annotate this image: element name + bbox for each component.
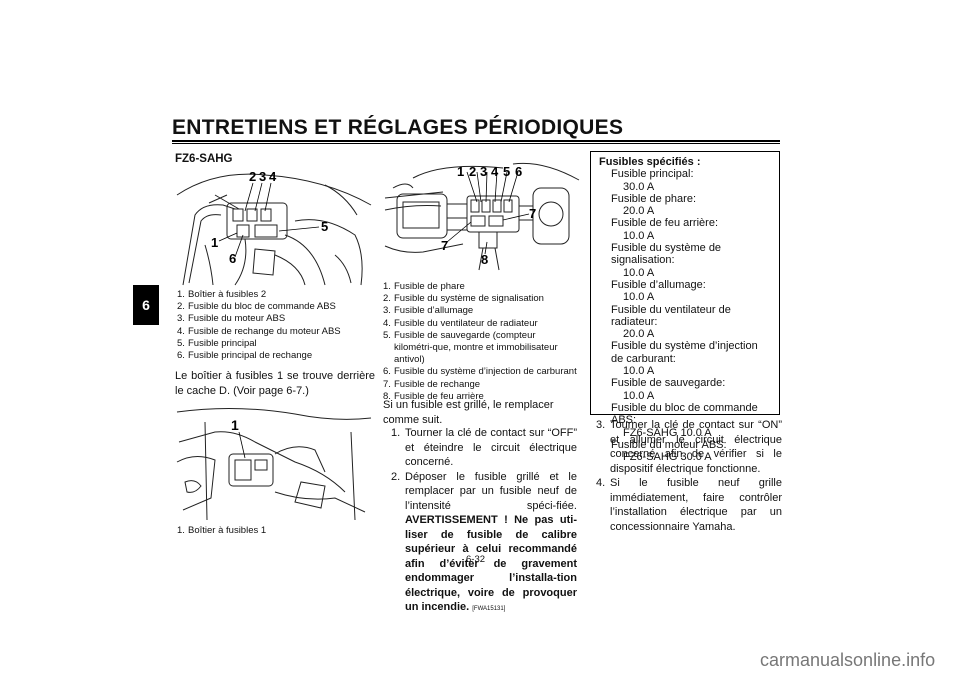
- list-item: 1.Boîtier à fusibles 1: [177, 525, 267, 536]
- callout-4: 4: [269, 169, 277, 184]
- fuse-spec-box: Fusibles spécifiés : Fusible principal: …: [590, 151, 780, 463]
- spec-label: Fusible de feu arrière:: [611, 217, 718, 230]
- spec-value: 10.0 A: [623, 389, 655, 402]
- list-item: 3.Fusible d’allumage: [383, 305, 474, 317]
- list-item: 5.Fusible principal: [177, 337, 257, 349]
- callout-7: 7: [529, 206, 536, 221]
- list-item: 6.Fusible du système d’injection de carb…: [383, 366, 577, 378]
- callout-3: 3: [259, 169, 266, 184]
- list-item: 6.Fusible principal de rechange: [177, 350, 313, 362]
- spec-value: 30.0 A: [623, 180, 655, 193]
- spec-value: 10.0 A: [623, 365, 655, 378]
- page-number: 6-32: [466, 554, 486, 565]
- spec-value: FZ6-SAHG 10.0 A: [623, 426, 712, 439]
- callout-4: 4: [491, 164, 499, 179]
- spec-value: 10.0 A: [623, 266, 655, 279]
- spec-label: Fusible du système de signalisation:: [611, 242, 722, 267]
- list-item: 5.Fusible de sauvegarde (compteur kilomé…: [383, 329, 558, 366]
- callout-5: 5: [321, 219, 328, 234]
- spec-label: Fusible d’allumage:: [611, 278, 706, 291]
- spec-value: 10.0 A: [623, 229, 655, 242]
- page-title: ENTRETIENS ET RÉGLAGES PÉRIODIQUES: [172, 116, 624, 139]
- list-item: 1.Boîtier à fusibles 2: [177, 289, 267, 300]
- step-item: 4. Si le fusible neuf grille immédiateme…: [596, 477, 782, 533]
- step-item: 2. Déposer le fusible grillé et le rempl…: [391, 470, 577, 614]
- fig2-captions: 1.Boîtier à fusibles 1: [177, 525, 377, 537]
- callout-2: 2: [469, 164, 476, 179]
- spec-value: 20.0 A: [623, 205, 655, 218]
- warning-code: [FWA15131]: [472, 606, 506, 612]
- list-item: 2.Fusible du bloc de commande ABS: [177, 301, 336, 313]
- fuse-captions: 1.Fusible de phare 2.Fusible du système …: [383, 281, 583, 403]
- section-tab: 6: [133, 285, 159, 325]
- spec-value: FZ6-SAHG 30.0 A: [623, 451, 712, 464]
- fuse-block-illustration: 1 2 3 4 5 6 7 7 8: [383, 158, 581, 280]
- callout-6: 6: [229, 251, 236, 266]
- callout-6: 6: [515, 164, 522, 179]
- spec-label: Fusible de sauvegarde:: [611, 377, 726, 390]
- callout-8: 8: [481, 252, 488, 267]
- spec-value: 10.0 A: [623, 291, 655, 304]
- warning-text: AVERTISSEMENT ! Ne pas uti-liser de fusi…: [405, 514, 577, 613]
- fig1-captions: 1.Boîtier à fusibles 2 2.Fusible du bloc…: [177, 289, 377, 362]
- list-item: 3.Fusible du moteur ABS: [177, 313, 286, 325]
- spec-label: Fusible du ventilateur de radiateur:: [611, 303, 731, 328]
- spec-label: Fusible du bloc de commande ABS:: [611, 401, 758, 427]
- callout-3: 3: [480, 164, 487, 179]
- watermark: carmanualsonline.info: [760, 650, 936, 670]
- callout-1: 1: [211, 235, 218, 250]
- list-item: 2.Fusible du système de signalisation: [383, 293, 544, 305]
- replace-intro: Si un fusible est grillé, le remplacer c…: [383, 399, 554, 426]
- fuse-box-location-text: Le boîtier à fusibles 1 se trouve derriè…: [175, 370, 375, 397]
- check-steps: 3. Tourner la clé de contact sur “ON” et…: [596, 418, 782, 534]
- list-item: 1.Fusible de phare: [383, 281, 465, 292]
- list-item: 4.Fusible du ventilateur de radiateur: [383, 317, 538, 329]
- spec-label: Fusible de phare:: [611, 192, 696, 205]
- step-item: 1. Tourner la clé de contact sur “OFF” e…: [391, 427, 577, 468]
- spec-label: Fusible du système d’injection de carbur…: [611, 340, 758, 365]
- list-item: 8.Fusible de feu arrière: [383, 390, 484, 402]
- title-rule: [172, 140, 780, 142]
- spec-label: Fusible du moteur ABS:: [611, 438, 727, 451]
- callout-1: 1: [231, 417, 239, 433]
- replace-steps: 1. Tourner la clé de contact sur “OFF” e…: [391, 426, 577, 617]
- model-heading: FZ6-SAHG: [175, 153, 233, 165]
- spec-title: Fusibles spécifiés :: [599, 156, 701, 168]
- callout-2: 2: [249, 169, 256, 184]
- spec-label: Fusible principal:: [611, 168, 694, 181]
- callout-1: 1: [457, 164, 464, 179]
- spec-value: 20.0 A: [623, 328, 655, 341]
- callout-5: 5: [503, 164, 510, 179]
- fuse-box-1-illustration: 1: [175, 402, 373, 522]
- list-item: 4.Fusible de rechange du moteur ABS: [177, 325, 341, 337]
- list-item: 7.Fusible de rechange: [383, 378, 481, 390]
- title-rule-thin: [172, 143, 780, 144]
- callout-7b: 7: [441, 238, 448, 253]
- fuse-box-2-illustration: 2 3 4 1 6 5: [175, 165, 373, 287]
- step-item: 3. Tourner la clé de contact sur “ON” et…: [596, 419, 782, 475]
